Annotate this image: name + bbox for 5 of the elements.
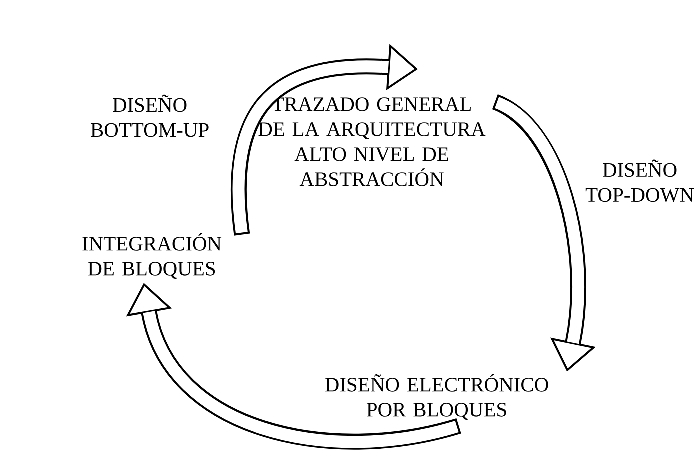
node-text: TRAZADO GENERAL DE LA ARQUITECTURA ALTO NIVEL DE ABSTRACCIÓN: [258, 98, 486, 186]
edge-label: DISEÑO TOP-DOWN: [586, 160, 694, 202]
node-text: DISEÑO ELECTRÓNICO POR BLOQUES: [325, 374, 548, 420]
edge-label: DISEÑO BOTTOM-UP: [91, 94, 209, 138]
node-text: INTEGRACIÓN DE BLOQUES: [82, 233, 222, 279]
